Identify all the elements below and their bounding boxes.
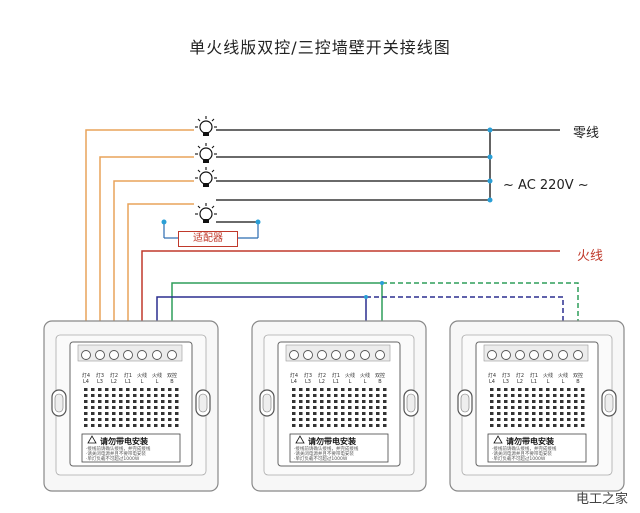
switch-panels <box>43 320 625 492</box>
terminal-screw <box>360 350 370 360</box>
bulb-icon <box>195 116 217 136</box>
terminal-screw <box>515 350 525 360</box>
terminal-screw <box>152 350 162 360</box>
terminal-screw <box>375 350 385 360</box>
terminal-label: 灯3 L3 <box>95 373 105 385</box>
terminal-label: 双控 B <box>572 373 583 385</box>
warning-note: ·请关闭电源并且不要带电安装 <box>86 452 146 457</box>
terminal-label: 火线 L <box>344 373 355 385</box>
green-traveller-wire <box>171 282 383 352</box>
terminal-screw <box>331 350 341 360</box>
live-wire <box>141 250 560 352</box>
warning-note: ·请关闭电源并且不要带电安装 <box>294 452 354 457</box>
adapter-wires <box>163 222 259 239</box>
terminal-screw <box>123 350 133 360</box>
warning-note: ·接线前请确认接线，并完成接线 <box>294 447 359 452</box>
live-label: 火线 <box>577 249 604 264</box>
terminal-label: 灯4 L4 <box>81 373 91 385</box>
junction-dots <box>161 127 493 299</box>
bulb-icon <box>195 203 217 223</box>
terminal-screw <box>167 350 177 360</box>
terminal-label: 灯1 L1 <box>331 373 341 385</box>
warning-note: ·请关闭电源并且不要带电安装 <box>492 452 552 457</box>
terminal-screw <box>345 350 355 360</box>
neutral-label: 零线 <box>573 126 600 141</box>
terminal-screw <box>501 350 511 360</box>
terminal-screw <box>487 350 497 360</box>
warning-note: ·接线前请确认接线，并完成接线 <box>86 447 151 452</box>
terminal-screw <box>137 350 147 360</box>
warning-text: 请勿带电安装 <box>100 437 148 446</box>
terminal-screw <box>303 350 313 360</box>
warning-text: 请勿带电安装 <box>308 437 356 446</box>
terminal-screw <box>109 350 119 360</box>
warning-note: ·单灯负载不可超过1000W <box>492 457 546 462</box>
bulb-icon <box>195 167 217 187</box>
bulb-icons <box>195 116 217 223</box>
terminal-screw <box>573 350 583 360</box>
terminal-label: 灯4 L4 <box>487 373 497 385</box>
terminal-label: 灯3 L3 <box>501 373 511 385</box>
terminal-label: 双控 B <box>374 373 385 385</box>
switch-panel <box>43 320 219 492</box>
lamp-wires <box>85 129 194 352</box>
terminal-label: 灯2 L2 <box>317 373 327 385</box>
watermark: 电工之家 <box>575 492 628 507</box>
terminal-screw <box>81 350 91 360</box>
terminal-label: 灯4 L4 <box>289 373 299 385</box>
terminal-label: 灯1 L1 <box>123 373 133 385</box>
ac-voltage-label: ~ AC 220V ~ <box>503 178 589 193</box>
terminal-screw <box>95 350 105 360</box>
terminal-label: 火线 L <box>359 373 370 385</box>
bulb-icon <box>195 143 217 163</box>
terminal-label: 火线 L <box>542 373 553 385</box>
terminal-label: 灯3 L3 <box>303 373 313 385</box>
diagram-title: 单火线版双控/三控墙壁开关接线图 <box>189 38 451 57</box>
switch-panel <box>251 320 427 492</box>
adapter-box: 适配器 <box>178 231 238 247</box>
switch-panel <box>449 320 625 492</box>
warning-note: ·单灯负载不可超过1000W <box>294 457 348 462</box>
terminal-label: 灯1 L1 <box>529 373 539 385</box>
warning-note: ·接线前请确认接线，并完成接线 <box>492 447 557 452</box>
terminal-label: 双控 B <box>166 373 177 385</box>
terminal-label: 灯2 L2 <box>515 373 525 385</box>
terminal-label: 火线 L <box>557 373 568 385</box>
terminal-label: 火线 L <box>136 373 147 385</box>
terminal-label: 火线 L <box>151 373 162 385</box>
terminal-screw <box>543 350 553 360</box>
terminal-screw <box>317 350 327 360</box>
warning-note: ·单灯负载不可超过1000W <box>86 457 140 462</box>
terminal-screw <box>289 350 299 360</box>
terminal-screw <box>529 350 539 360</box>
warning-text: 请勿带电安装 <box>506 437 554 446</box>
neutral-wires <box>216 129 560 223</box>
terminal-screw <box>558 350 568 360</box>
terminal-label: 灯2 L2 <box>109 373 119 385</box>
